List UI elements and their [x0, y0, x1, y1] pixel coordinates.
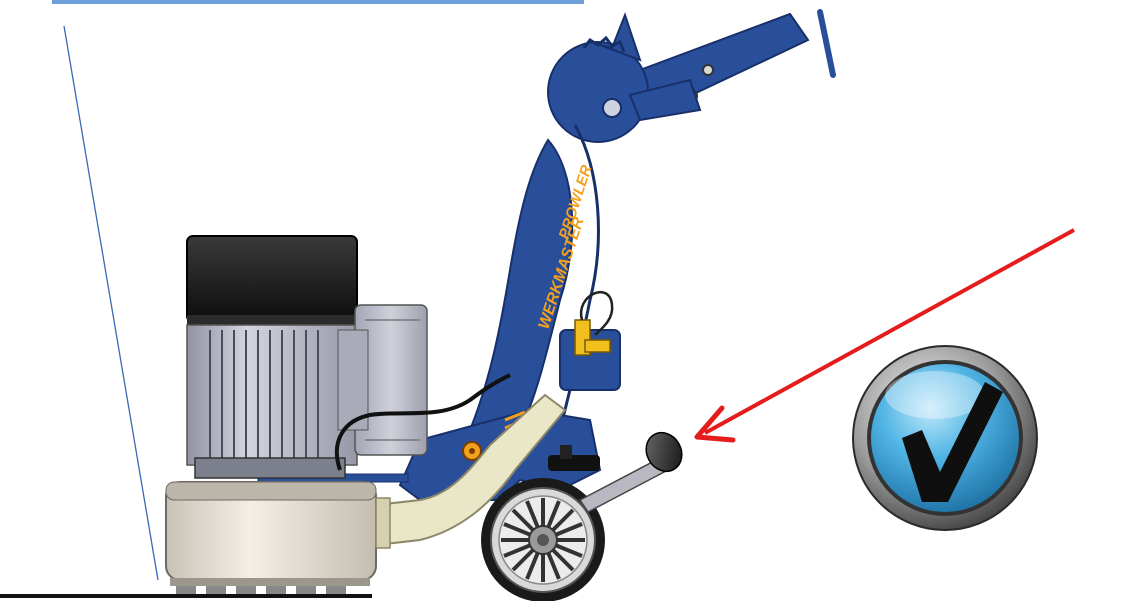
- grinding-head: [166, 482, 376, 594]
- floor-line: [0, 594, 372, 598]
- motor: [187, 236, 357, 478]
- checkmark-badge: [853, 346, 1037, 530]
- guide-line: [64, 26, 158, 580]
- top-frame-bar: [52, 0, 584, 4]
